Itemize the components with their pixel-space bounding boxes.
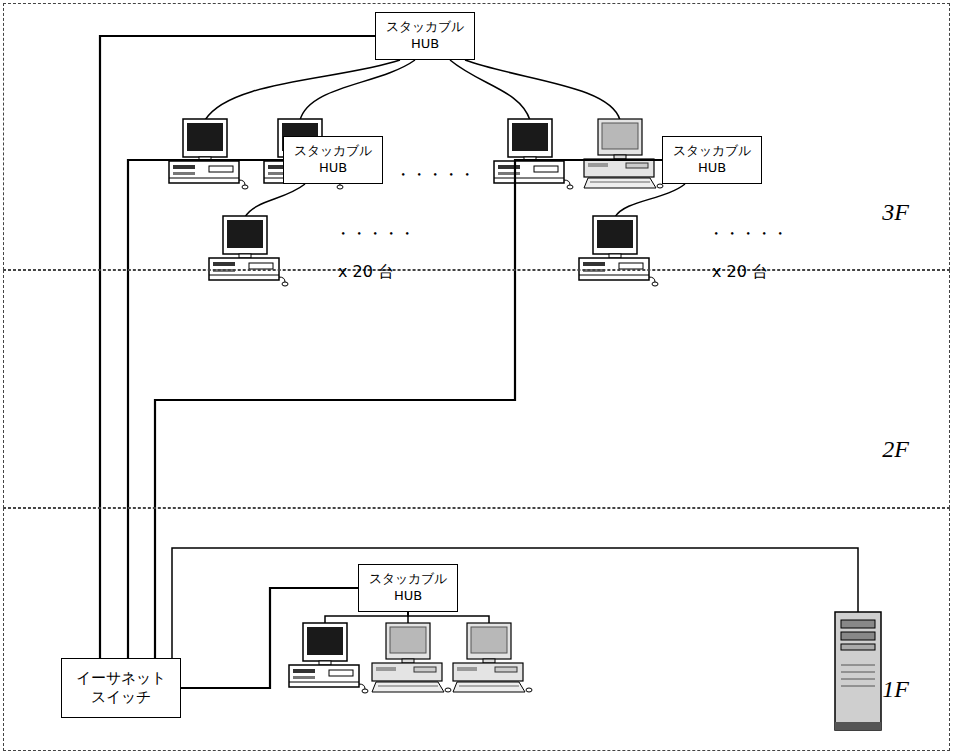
floor-band: 2Fスタッカブル HUBスタッカブル HUB [3,270,950,508]
pc-icon [494,119,573,189]
floor-label: 1F [882,677,909,701]
pc-icon [289,623,368,693]
hub-box: スタッカブル HUB [662,136,762,184]
server-icon [835,612,881,730]
pc-icon [453,623,532,692]
count-note: x 20 台 [338,262,394,281]
pc-icon [169,119,248,189]
count-note: x 20 台 [712,262,768,281]
ellipsis-dots: ・・・・・ [708,224,788,243]
box-label: スタッカブル HUB [386,19,464,53]
hub-box: スタッカブル HUB [283,136,383,184]
pc-icon [209,216,288,286]
box-label: スタッカブル HUB [673,143,751,177]
floor-band: 1F スタッカブル HUB イーサネット スイッチ [3,508,950,751]
box-label: スタッカブル HUB [369,571,447,605]
network-cable [155,160,662,658]
ellipsis-dots: ・・・・・ [335,224,415,243]
computer-icons [169,119,663,693]
pc-icon [579,216,658,286]
pc-icon [372,623,451,692]
ellipsis-dots: ・・・・・ [395,165,475,184]
hub-box: スタッカブル HUB [358,564,458,612]
hub-box: スタッカブル HUB [375,12,475,60]
pc-icon [584,119,663,188]
floor-label: 3F [882,200,909,224]
network-cable [100,36,375,658]
box-label: イーサネット スイッチ [76,669,166,708]
floor-band: 3F スタッカブル HUB [3,3,950,270]
box-label: スタッカブル HUB [294,143,372,177]
switch-box: イーサネット スイッチ [61,658,181,718]
floor-label: 2F [882,437,909,461]
network-cable [181,588,358,688]
network-cable [128,160,283,658]
